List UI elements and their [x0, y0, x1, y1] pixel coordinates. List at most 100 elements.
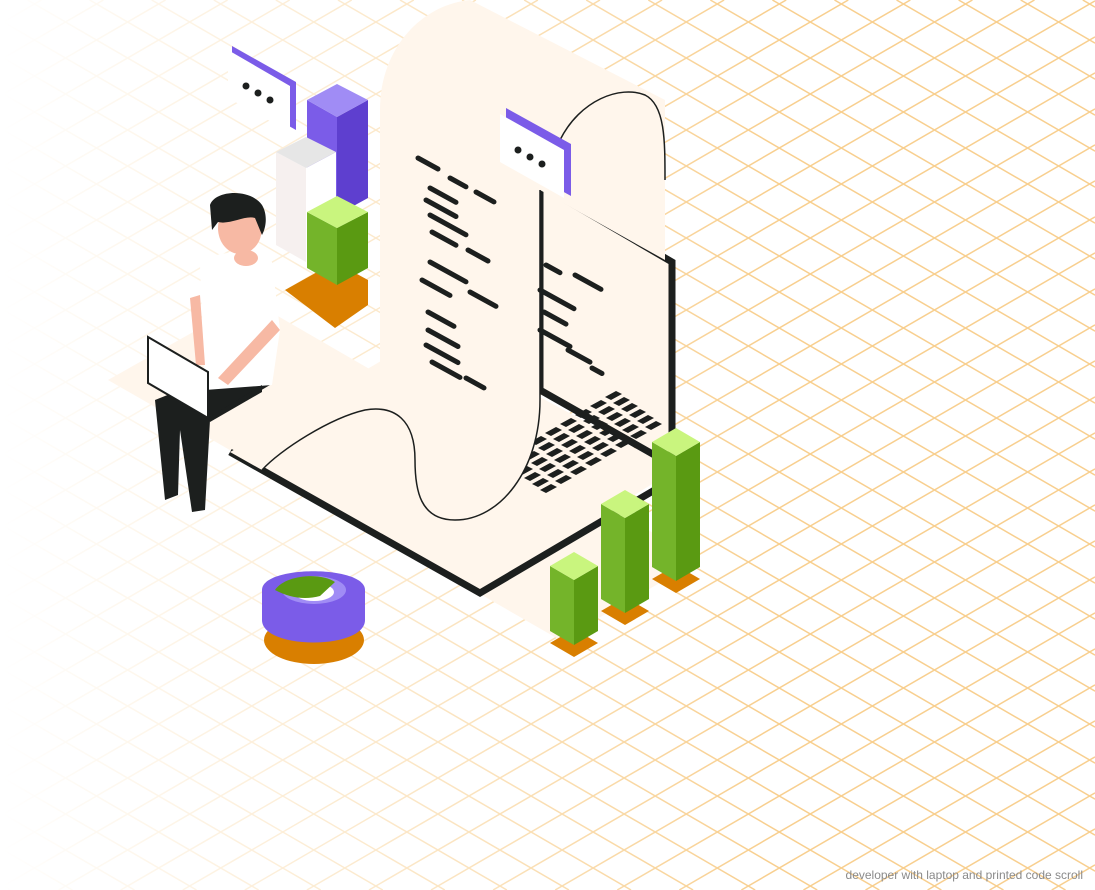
grid-line — [0, 703, 322, 890]
grid-line — [0, 847, 73, 890]
grid-line — [0, 559, 570, 890]
keyboard-key — [622, 424, 639, 433]
keyboard-key — [613, 397, 630, 406]
grid-line — [0, 0, 415, 241]
donut-chart — [262, 571, 365, 664]
grid-line — [430, 504, 1095, 890]
grid-line — [927, 792, 1095, 890]
code-line — [423, 342, 461, 366]
grid-line — [741, 684, 1095, 890]
keyboard-key — [531, 457, 548, 466]
grid-line — [1051, 864, 1095, 890]
code-line — [473, 189, 497, 205]
purple-column-top — [307, 84, 368, 117]
grid-line — [678, 648, 1095, 890]
code-line — [572, 272, 604, 292]
illustration-caption: developer with laptop and printed code s… — [845, 868, 1083, 882]
person-shirt — [200, 252, 280, 390]
grid-line — [709, 0, 1095, 224]
keyboard-key — [592, 442, 609, 451]
keyboard-key — [553, 433, 570, 442]
grid-line — [0, 739, 259, 890]
grid-line — [0, 451, 756, 890]
code-line — [465, 247, 491, 264]
keyboard-key — [645, 421, 662, 430]
grid-line — [0, 0, 291, 169]
keyboard-key — [575, 409, 592, 418]
keyboard-key — [546, 448, 563, 457]
keyboard-key — [614, 418, 631, 427]
grid-line — [1020, 0, 1095, 44]
code-line — [429, 359, 463, 380]
keyboard-key — [539, 463, 556, 472]
grid-line — [244, 396, 1095, 890]
keyboard-key — [598, 406, 615, 415]
keyboard-key — [637, 415, 654, 424]
keyboard-key — [547, 469, 564, 478]
keyboard-key — [605, 391, 622, 400]
grid-line — [0, 379, 880, 890]
keyboard-key — [560, 418, 577, 427]
person — [147, 192, 280, 512]
code-line — [447, 175, 469, 190]
paper-curl — [261, 190, 541, 521]
grid-line — [182, 360, 1095, 890]
code-line — [467, 289, 499, 309]
keyboard-key — [630, 430, 647, 439]
green-cube-side — [337, 212, 368, 285]
grid-line — [803, 720, 1095, 890]
keyboard-key — [568, 424, 585, 433]
keyboard-key — [584, 436, 601, 445]
grid-line — [0, 811, 135, 890]
keyboard — [500, 391, 662, 493]
grid-line — [306, 432, 1095, 890]
keyboard-key — [607, 433, 624, 442]
grid-line — [0, 0, 353, 205]
keyboard-key — [569, 445, 586, 454]
code-line — [427, 259, 469, 285]
keyboard-key — [540, 484, 557, 493]
grid-line — [616, 612, 1095, 890]
keyboard-key — [599, 427, 616, 436]
chat-bubble-right — [500, 108, 571, 198]
grid-line — [0, 775, 197, 890]
bar-top — [652, 428, 700, 456]
paper-top-curl — [559, 91, 666, 181]
keyboard-key — [554, 454, 571, 463]
grid-line — [523, 0, 1095, 332]
white-box-front — [276, 152, 306, 262]
code-line — [565, 347, 593, 365]
keyboard-key — [585, 457, 602, 466]
grid-line — [772, 0, 1095, 188]
grid-line — [0, 487, 694, 890]
paper-sheet — [230, 0, 665, 520]
bar-top — [550, 552, 598, 580]
keyboard-key — [561, 439, 578, 448]
bar-front — [550, 566, 574, 645]
keyboard-key — [606, 412, 623, 421]
grid-line — [554, 576, 1095, 890]
purple-column-side — [337, 100, 368, 215]
keyboard-key — [583, 415, 600, 424]
box-stack — [276, 84, 368, 328]
keyboard-key — [600, 448, 617, 457]
keyboard-key — [532, 478, 549, 487]
keyboard-key — [576, 430, 593, 439]
code-line — [427, 185, 459, 205]
keyboard-key — [545, 427, 562, 436]
bar-side — [574, 566, 598, 645]
person-arm — [190, 295, 280, 385]
code-line — [537, 327, 573, 349]
bar-columns — [550, 428, 700, 657]
keyboard-key — [591, 421, 608, 430]
small-laptop-base — [208, 385, 262, 422]
grid-line — [0, 883, 11, 890]
bar-side — [625, 504, 649, 613]
keyboard-key — [538, 442, 555, 451]
grid-line — [647, 0, 1095, 260]
code-line — [425, 327, 461, 349]
grid-line — [368, 468, 1095, 890]
keyboard-key — [562, 460, 579, 469]
code-line — [543, 262, 563, 276]
